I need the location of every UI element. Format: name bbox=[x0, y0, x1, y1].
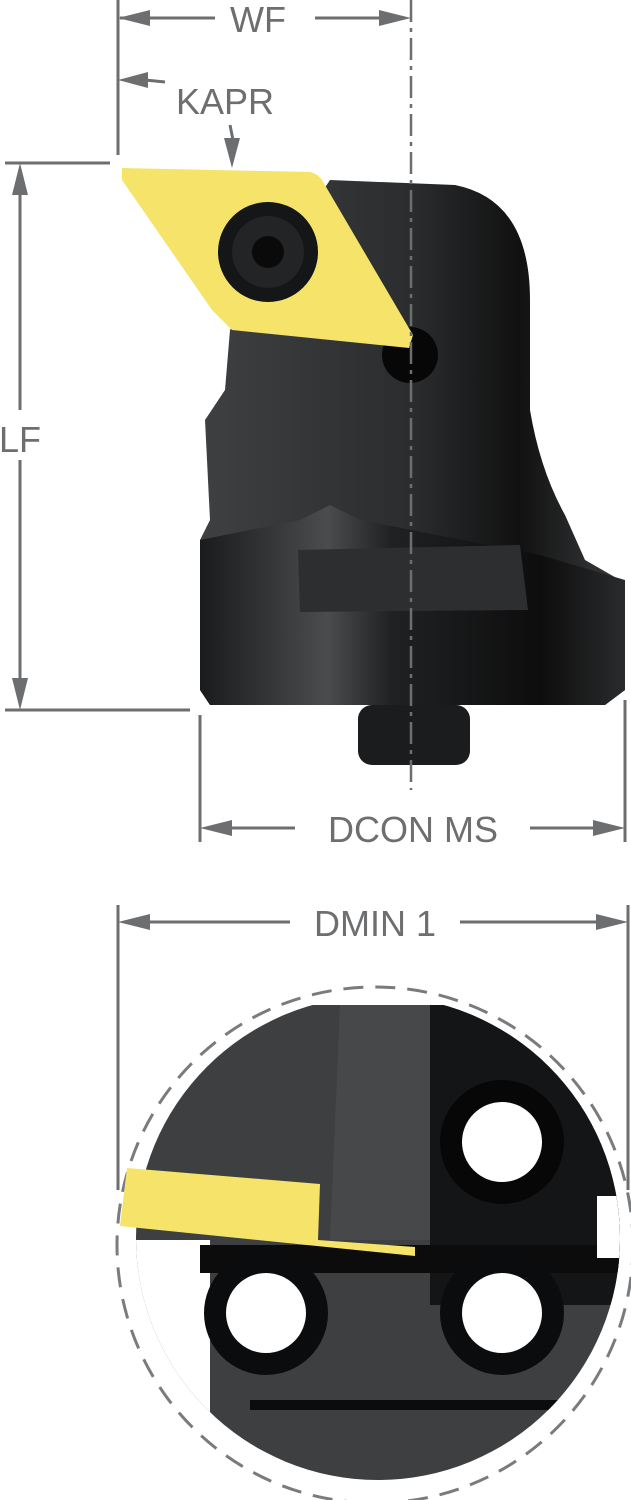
bolt-hole bbox=[462, 1102, 542, 1182]
dmin-circle bbox=[115, 985, 631, 1500]
bolt-hole bbox=[226, 1273, 306, 1353]
tool-holder-side-view bbox=[122, 168, 625, 765]
lf-label: LF bbox=[0, 419, 41, 460]
wf-dimension: WF bbox=[116, 0, 411, 155]
dmin-1-dimension: DMIN 1 bbox=[116, 903, 630, 1190]
dmin-1-label: DMIN 1 bbox=[314, 903, 436, 944]
mounting-pin bbox=[358, 705, 470, 765]
bolt-hole bbox=[462, 1273, 542, 1353]
tool-holder-end-view bbox=[115, 985, 631, 1500]
cutting-insert-end bbox=[120, 1168, 415, 1256]
kapr-label: KAPR bbox=[176, 81, 274, 122]
wf-label: WF bbox=[230, 0, 286, 40]
kapr-dimension: KAPR bbox=[118, 72, 274, 168]
lf-dimension: LF bbox=[0, 161, 190, 712]
dcon-ms-dimension: DCON MS bbox=[198, 700, 627, 850]
dcon-ms-label: DCON MS bbox=[328, 809, 498, 850]
